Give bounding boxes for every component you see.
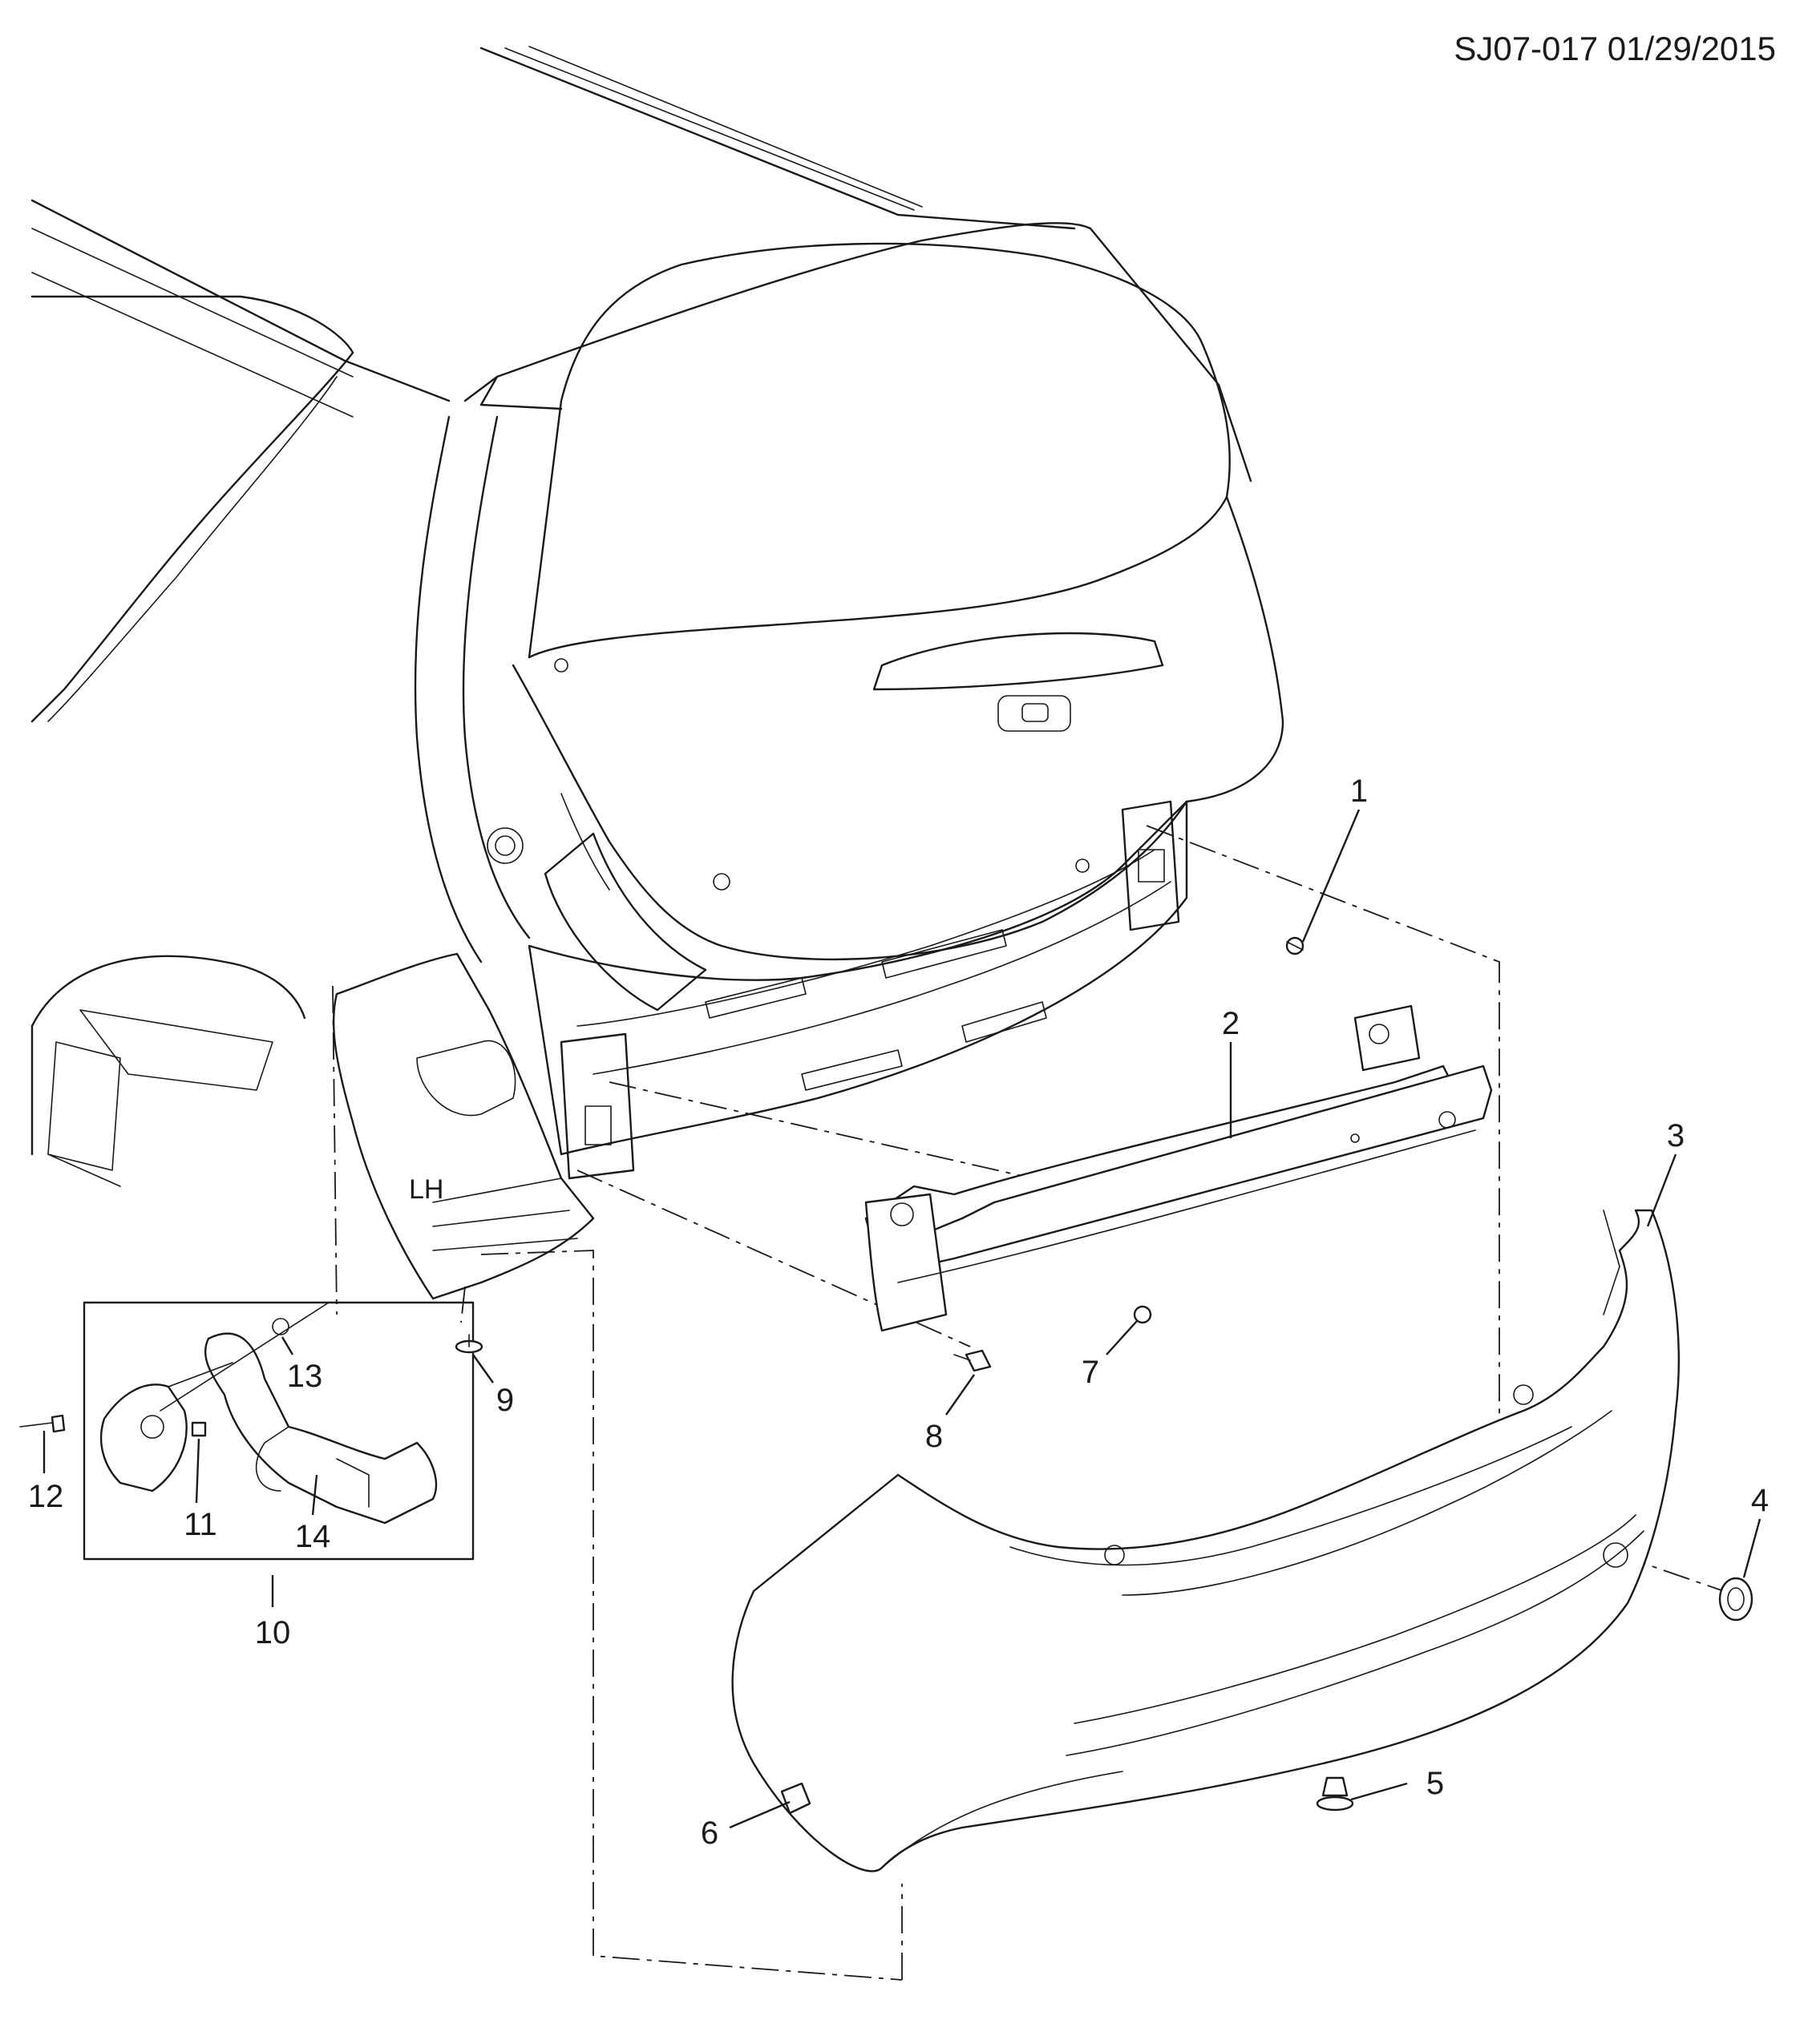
assembly-guide-lines — [332, 825, 1725, 1981]
callout-4: 4 — [1751, 1483, 1769, 1518]
part-2-bumper-impact-bar — [864, 1004, 1493, 1332]
callout-2: 2 — [1222, 1006, 1240, 1041]
callout-3: 3 — [1667, 1118, 1685, 1153]
callout-10: 10 — [255, 1615, 291, 1650]
callout-12: 12 — [28, 1479, 64, 1514]
diagram-reference: SJ07-017 01/29/2015 — [1454, 30, 1776, 67]
fasteners — [19, 936, 1753, 1815]
callout-9: 9 — [496, 1383, 514, 1418]
body-side-marking: LH — [409, 1174, 443, 1205]
callout-13: 13 — [287, 1359, 323, 1394]
vehicle-body-outline — [30, 46, 1284, 1300]
callout-14: 14 — [295, 1519, 331, 1554]
callout-8: 8 — [925, 1419, 943, 1454]
callout-5: 5 — [1426, 1766, 1444, 1801]
callout-1: 1 — [1350, 774, 1368, 809]
callout-6: 6 — [701, 1816, 718, 1851]
part-3-rear-bumper-fascia — [731, 1209, 1680, 1872]
callout-11: 11 — [184, 1507, 217, 1542]
callout-labels: 1 2 3 4 5 6 7 8 9 10 11 12 13 14 — [28, 774, 1769, 1851]
callout-leaders — [42, 809, 1762, 1829]
callout-7: 7 — [1082, 1355, 1099, 1390]
part-10-bracket-assembly-box — [83, 1301, 475, 1561]
